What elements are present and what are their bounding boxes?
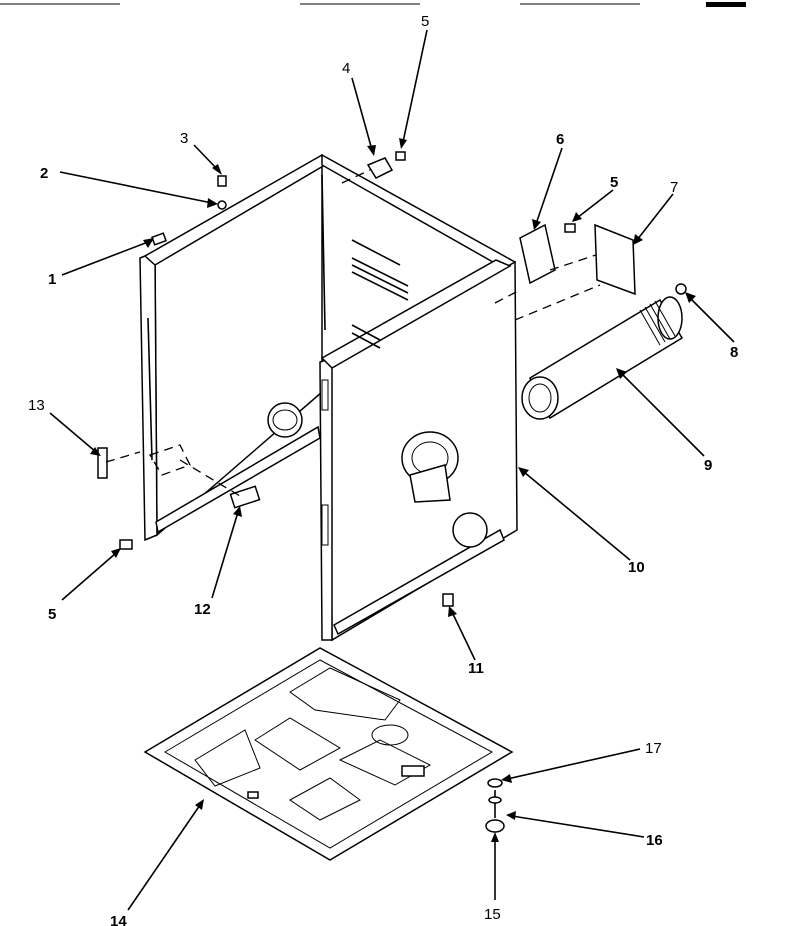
callout-13: 13 — [28, 397, 45, 414]
screw-part-5-top — [395, 151, 406, 161]
screw-part-3 — [217, 175, 227, 187]
callout-10: 10 — [628, 559, 645, 576]
callout-12: 12 — [194, 601, 211, 618]
callout-labels: 1 2 3 4 5 6 5 7 8 9 10 11 12 13 5 14 15 … — [28, 13, 738, 926]
base-part-14 — [143, 647, 514, 861]
leader-lines — [49, 29, 735, 911]
screw-part-11 — [442, 593, 454, 607]
callout-15: 15 — [484, 906, 501, 923]
clip-part-13 — [97, 447, 108, 479]
cabinet-frame — [139, 153, 518, 642]
assembly-dashed-lines — [105, 169, 601, 497]
bracket-part-4 — [366, 157, 394, 179]
callout-14: 14 — [110, 913, 127, 926]
callout-2: 2 — [40, 165, 48, 182]
callout-16: 16 — [646, 832, 663, 849]
callout-5a: 5 — [421, 13, 429, 30]
callout-1: 1 — [48, 271, 56, 288]
callout-17: 17 — [645, 740, 662, 757]
callout-5c: 5 — [48, 606, 56, 623]
top-edge-marks — [0, 2, 746, 7]
screw-part-5-right — [564, 223, 576, 233]
callout-3: 3 — [180, 130, 188, 147]
callout-5b: 5 — [610, 174, 618, 191]
clip-part-1 — [151, 232, 167, 246]
sheet-part-7 — [594, 223, 636, 296]
leveling-leg-parts-15-17 — [485, 778, 505, 833]
callout-7: 7 — [670, 179, 678, 196]
callout-6: 6 — [556, 131, 564, 148]
callout-9: 9 — [704, 457, 712, 474]
exhaust-duct-part-9 — [521, 296, 684, 420]
label-part-12 — [229, 485, 261, 509]
screw-part-8 — [675, 283, 687, 295]
washer-part-2 — [217, 200, 227, 210]
callout-4: 4 — [342, 60, 350, 77]
callout-11: 11 — [468, 660, 484, 677]
callout-8: 8 — [730, 344, 738, 361]
screw-part-5-left — [119, 539, 133, 550]
plate-part-6 — [519, 223, 556, 285]
